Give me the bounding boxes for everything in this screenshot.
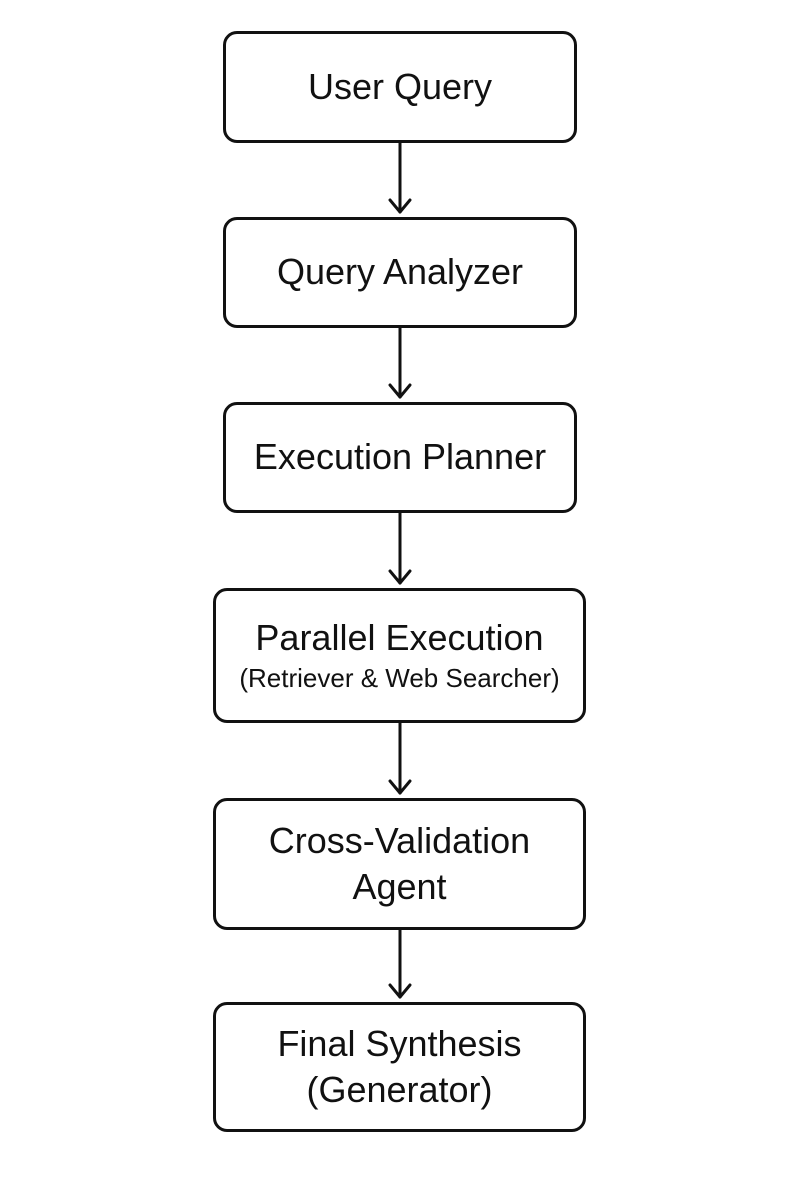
node-cross-validation-agent-line-2: Agent: [352, 866, 447, 907]
node-user-query: User Query: [223, 31, 577, 143]
arrow-query-analyzer-to-execution-planner: [388, 326, 412, 399]
node-final-synthesis-line-2: (Generator): [306, 1069, 493, 1110]
node-final-synthesis-line-1: Final Synthesis: [277, 1022, 522, 1064]
node-cross-validation-agent: Cross-Validation Agent: [213, 798, 586, 930]
node-parallel-execution-title: Parallel Execution: [255, 617, 544, 659]
arrow-execution-planner-to-parallel-execution: [388, 511, 412, 585]
node-execution-planner: Execution Planner: [223, 402, 577, 513]
arrow-parallel-execution-to-cross-validation-agent: [388, 721, 412, 795]
node-final-synthesis: Final Synthesis (Generator): [213, 1002, 586, 1132]
node-execution-planner-label: Execution Planner: [253, 436, 547, 478]
arrow-cross-validation-agent-to-final-synthesis: [388, 928, 412, 999]
node-parallel-execution-subtitle: (Retriever & Web Searcher): [239, 663, 560, 694]
node-query-analyzer: Query Analyzer: [223, 217, 577, 328]
node-cross-validation-agent-line-1: Cross-Validation: [268, 819, 531, 861]
node-query-analyzer-label: Query Analyzer: [276, 251, 524, 293]
node-parallel-execution: Parallel Execution (Retriever & Web Sear…: [213, 588, 586, 723]
arrow-user-query-to-query-analyzer: [388, 141, 412, 214]
node-user-query-label: User Query: [307, 65, 493, 107]
